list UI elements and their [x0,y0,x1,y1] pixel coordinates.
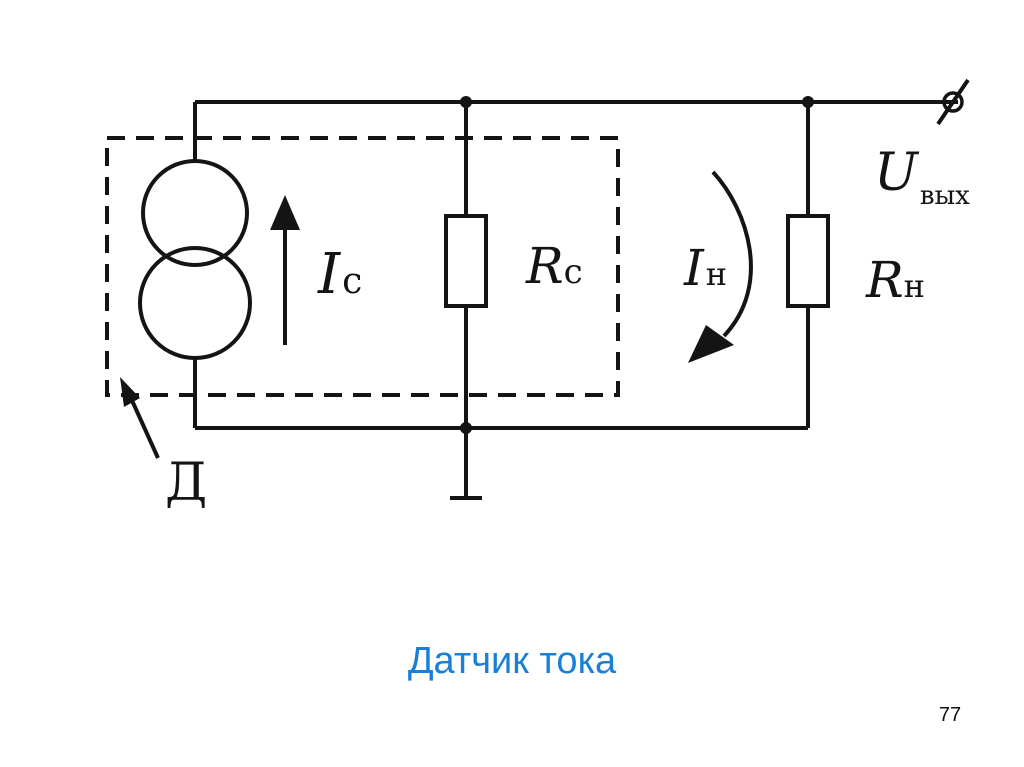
label-ic: Iс [317,242,362,307]
label-in: Iн [683,239,727,297]
junction-dot [802,96,814,108]
arrow-up-icon [270,195,300,345]
pointer-arrow-icon [120,377,160,459]
slide-caption: Датчик тока [407,640,617,682]
current-source-symbol [138,159,252,360]
junction-dot [460,422,472,434]
sensor-boundary [105,136,620,397]
label-sensor: Д [165,453,207,513]
output-terminal [936,78,970,126]
label-uout: Uвых [874,143,970,211]
page-number: 77 [938,704,962,726]
resistor-rc [444,214,488,308]
label-rn: Rн [865,251,925,309]
label-rc: Rс [525,237,583,295]
curved-arrow-icon [688,170,753,363]
junction-dot [460,96,472,108]
resistor-rn [786,214,830,308]
